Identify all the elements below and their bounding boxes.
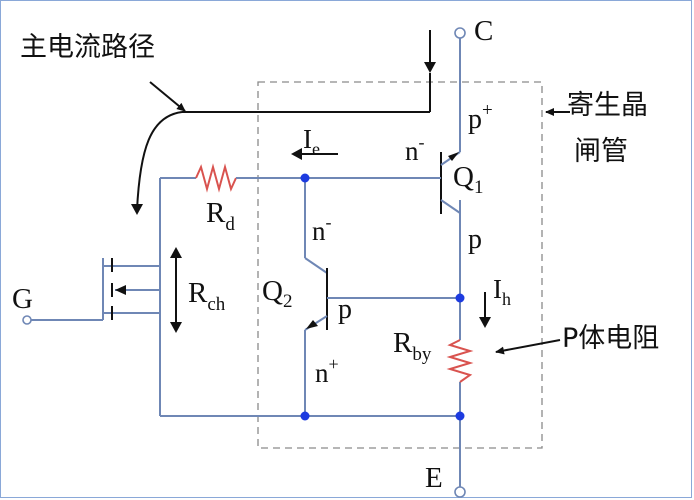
parasitic-thyristor-box xyxy=(257,81,543,449)
emitter-terminal xyxy=(454,486,466,498)
q2-label: Q2 xyxy=(262,275,292,312)
main-path-pointer xyxy=(149,81,186,112)
rd-resistor xyxy=(195,163,237,193)
current-path-arrow-icon xyxy=(131,204,143,215)
collector-label: C xyxy=(474,15,493,47)
ie-arrow-icon xyxy=(291,148,302,160)
mosfet-body-arrow xyxy=(115,285,126,295)
rby-label: Rby xyxy=(393,327,432,365)
p-body-resistor-label: P体电阻 xyxy=(562,323,659,354)
q1-n-minus-label: n- xyxy=(405,132,425,166)
collector-terminal xyxy=(454,27,466,39)
p-body-resistor-pointer xyxy=(495,339,561,355)
rch-arrow-up-icon xyxy=(170,247,182,258)
gate-label: G xyxy=(12,283,33,315)
current-path-curve xyxy=(136,111,183,211)
current-in-arrow-icon xyxy=(424,62,436,73)
rch-label: Rch xyxy=(188,277,226,315)
main-current-path-label: 主电流路径 xyxy=(20,32,155,63)
parasitic-thyristor-label-2: 闸管 xyxy=(574,136,628,167)
n-plus-label: n+ xyxy=(315,354,339,388)
rby-resistor xyxy=(446,339,474,383)
p-plus-label: p+ xyxy=(468,100,493,135)
node-emitter xyxy=(455,411,465,421)
q2-n-minus-label: n- xyxy=(312,212,332,246)
q2-collector-leg xyxy=(304,257,328,274)
q1-label: Q1 xyxy=(453,161,483,198)
parasitic-thyristor-label-1: 寄生晶 xyxy=(567,90,648,121)
q2-p-label: p xyxy=(338,294,352,325)
q1-emitter-arrow xyxy=(448,152,459,161)
rch-arrow-down-icon xyxy=(170,322,182,333)
ie-label: Ie xyxy=(303,124,320,159)
q1-collector-leg xyxy=(440,199,461,214)
ih-arrow-icon xyxy=(479,317,491,328)
q1-p-label: p xyxy=(468,224,482,255)
rd-label: Rd xyxy=(206,197,235,235)
ih-label: Ih xyxy=(493,274,511,309)
gate-terminal xyxy=(22,315,32,325)
emitter-label: E xyxy=(425,462,443,494)
node-q2-base xyxy=(455,293,465,303)
node-q2-emitter xyxy=(300,411,310,421)
q2-emitter-arrow xyxy=(306,320,318,329)
node-rd-q2 xyxy=(300,173,310,183)
